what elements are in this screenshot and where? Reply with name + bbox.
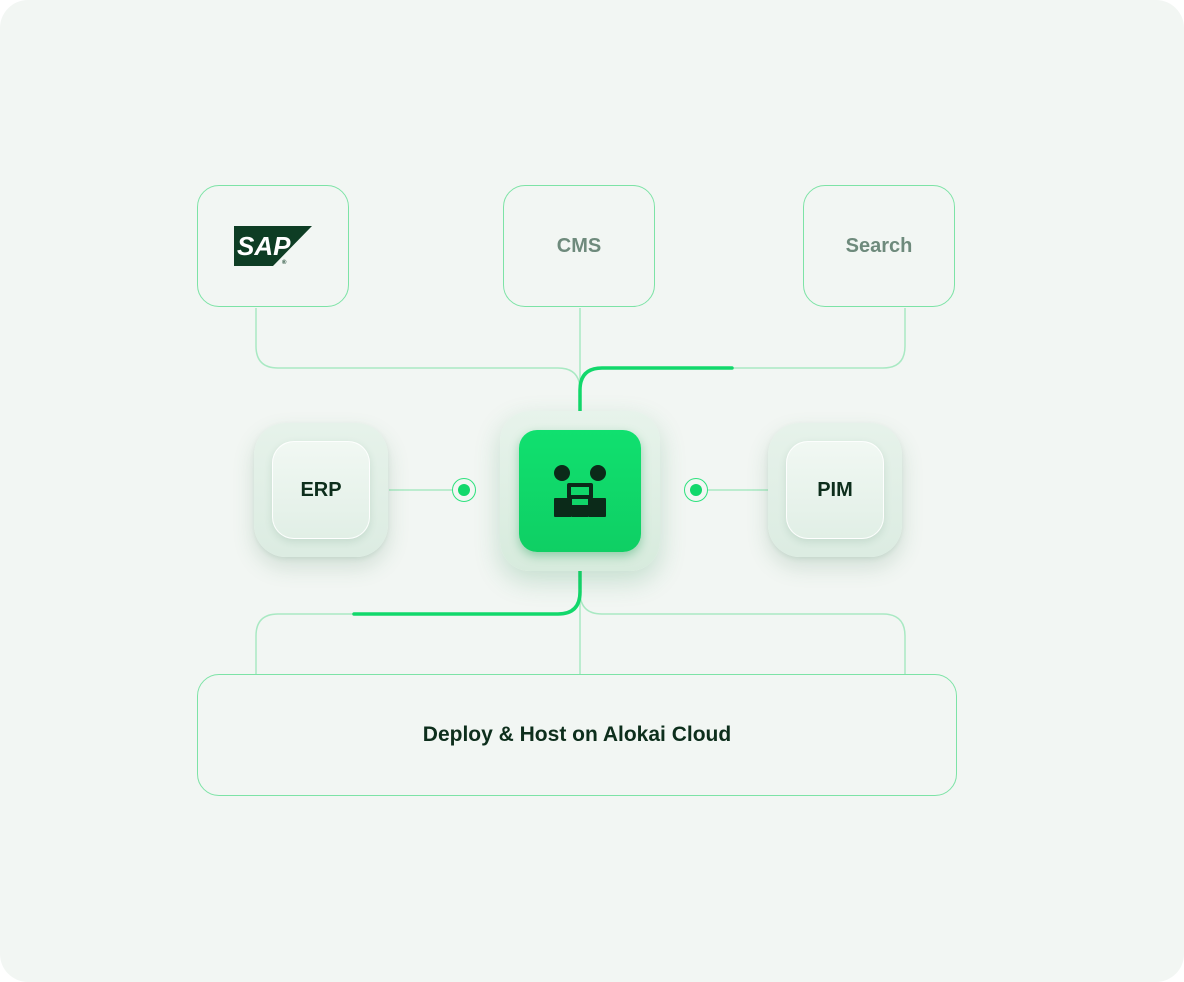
hub-node <box>500 411 660 571</box>
node-pim: PIM <box>768 423 902 557</box>
node-search-label: Search <box>845 234 913 257</box>
connector-search <box>579 308 906 391</box>
node-cms: CMS <box>503 185 655 307</box>
node-erp-label: ERP <box>300 478 342 501</box>
node-deploy-label: Deploy & Host on Alokai Cloud <box>422 723 732 746</box>
connector-port-left <box>452 478 476 502</box>
connector-port-right <box>684 478 708 502</box>
active-flow-bottom <box>352 569 582 616</box>
node-pim-label: PIM <box>817 478 853 501</box>
sap-logo-icon: SAP ® <box>234 226 312 266</box>
svg-text:®: ® <box>282 259 287 266</box>
sap-logo-text: SAP <box>237 231 291 261</box>
port-dot-right <box>690 484 702 496</box>
node-erp: ERP <box>254 423 388 557</box>
node-pim-chip: PIM <box>786 441 884 539</box>
hub-chip <box>519 430 641 552</box>
node-sap: SAP ® <box>197 185 349 307</box>
node-erp-chip: ERP <box>272 441 370 539</box>
port-dot-left <box>458 484 470 496</box>
connector-deploy-left <box>255 571 581 674</box>
node-search: Search <box>803 185 955 307</box>
connector-deploy-right <box>579 591 906 674</box>
active-flow-top <box>578 366 734 413</box>
node-cms-label: CMS <box>556 234 602 257</box>
node-deploy-host: Deploy & Host on Alokai Cloud <box>197 674 957 796</box>
connector-sap <box>255 308 581 411</box>
alokai-logo-icon <box>554 465 606 517</box>
